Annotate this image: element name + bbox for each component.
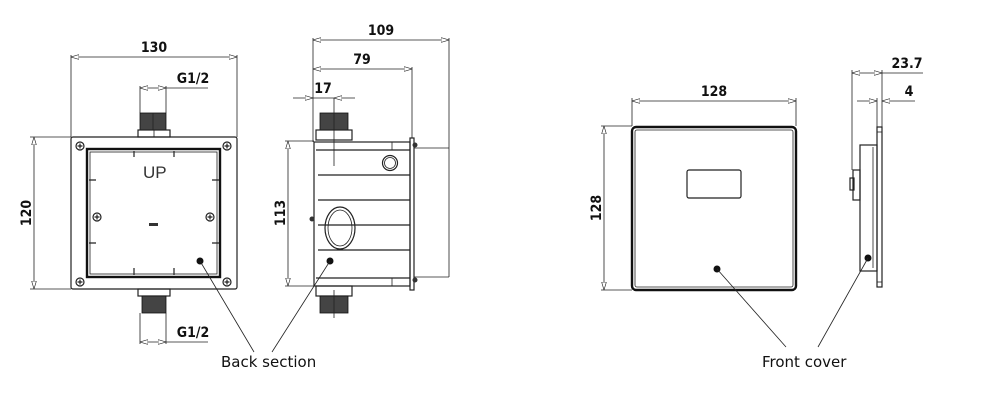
up-mark: UP: [143, 163, 167, 182]
screw-cross: [77, 279, 83, 285]
screw-cross: [224, 279, 230, 285]
screw-cross: [224, 143, 230, 149]
cover-side-view: 23.7 4: [817, 56, 923, 348]
cover-plate-side: [876, 126, 883, 288]
cover-depth-dimension: 23.7: [891, 56, 922, 72]
bottom-thread: [141, 295, 167, 314]
cover-plate: [630, 125, 798, 292]
cable-hole: [381, 154, 399, 172]
inner-box: [85, 147, 222, 279]
back-section-label: Back section: [221, 353, 316, 371]
total-depth-dimension: 109: [368, 23, 394, 39]
back-side-view: 109 79 17 113: [271, 23, 450, 353]
screw-icon: [222, 277, 232, 287]
screw-icon: [205, 212, 215, 222]
back-front-view: UP 130 120 G1/2 G1/2: [19, 40, 255, 353]
screw-icon: [92, 212, 102, 222]
cover-width-dimension: 128: [701, 84, 727, 100]
body-depth-dimension: 79: [353, 52, 371, 68]
fitting-offset-dimension: 17: [314, 81, 332, 97]
cover-front-view: 128 128: [589, 84, 798, 348]
top-thread-dimension: G1/2: [177, 71, 209, 87]
screw-icon: [222, 141, 232, 151]
cover-height-dimension: 128: [589, 195, 605, 221]
height-dimension: 120: [19, 200, 35, 227]
screw-cross: [77, 143, 83, 149]
screw-cross: [207, 214, 213, 220]
cover-body-side: [859, 144, 878, 272]
screw-cross: [94, 214, 100, 220]
leader-line: [716, 268, 787, 348]
leader-line: [199, 260, 255, 353]
plate-thickness-dimension: 4: [905, 84, 914, 100]
leader-line: [271, 260, 331, 353]
leader-line: [817, 257, 869, 348]
flange: [409, 137, 415, 291]
bottom-thread-dimension: G1/2: [177, 325, 209, 341]
knockout: [324, 206, 356, 250]
screw-icon: [75, 141, 85, 151]
front-cover-label: Front cover: [762, 353, 847, 371]
width-dimension: 130: [141, 40, 168, 56]
sensor-window: [686, 169, 742, 199]
side-height-dimension: 113: [273, 200, 289, 226]
screw-icon: [75, 277, 85, 287]
screw-icons: [75, 141, 232, 287]
